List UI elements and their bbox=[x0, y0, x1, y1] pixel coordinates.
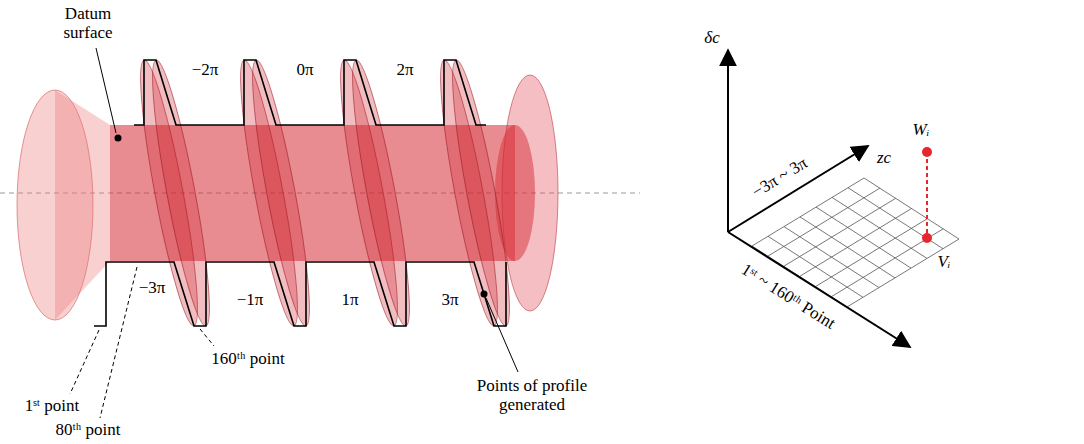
axis-label: δc bbox=[704, 29, 719, 48]
point-v bbox=[922, 233, 932, 243]
grid-line bbox=[848, 188, 943, 249]
bottom-profile bbox=[94, 262, 506, 326]
leader-line bbox=[486, 298, 518, 372]
datum-flare bbox=[55, 90, 110, 320]
point-label: 80ᵗʰ point bbox=[56, 421, 121, 440]
axis-range: −3π ~ 3π bbox=[749, 154, 811, 202]
axis-label: zc bbox=[877, 149, 891, 168]
grid-line bbox=[784, 227, 879, 288]
point-name: Vᵢ bbox=[937, 253, 950, 272]
thread-teeth bbox=[130, 58, 519, 329]
grid-line bbox=[816, 207, 911, 268]
leader-dot bbox=[115, 135, 122, 142]
leader-dot bbox=[481, 291, 488, 298]
thread-flank bbox=[342, 58, 419, 329]
note-label: Points of profile generated bbox=[457, 377, 607, 414]
leader-line bbox=[70, 330, 99, 394]
leader-line bbox=[96, 48, 116, 133]
thread-flank bbox=[442, 58, 519, 329]
point-label: 1ˢᵗ point bbox=[25, 397, 80, 416]
phase-label: 3π bbox=[441, 291, 458, 310]
grid-line bbox=[815, 219, 927, 287]
thread-flank bbox=[242, 58, 319, 329]
z-axis bbox=[728, 146, 868, 232]
grid-line bbox=[832, 197, 927, 258]
deviation-line bbox=[926, 152, 928, 238]
delta-axis bbox=[727, 50, 729, 232]
phase-label: 2π bbox=[396, 61, 413, 80]
grid-line bbox=[831, 229, 943, 297]
phase-label: 1π bbox=[341, 291, 358, 310]
grid-line bbox=[847, 239, 959, 307]
phase-label: −3π bbox=[139, 279, 166, 298]
grid-line bbox=[784, 198, 896, 266]
grid-line bbox=[864, 178, 959, 239]
leader-line bbox=[100, 267, 137, 418]
grid-line bbox=[800, 217, 895, 278]
point-label: 160ᵗʰ point bbox=[211, 350, 284, 369]
part-label: Datum surface bbox=[48, 5, 128, 42]
point-axis bbox=[728, 232, 910, 347]
point-name: Wᵢ bbox=[913, 121, 930, 140]
phase-label: 0π bbox=[296, 61, 313, 80]
phase-label: −1π bbox=[237, 291, 264, 310]
point-w bbox=[922, 147, 932, 157]
phase-label: −2π bbox=[192, 61, 219, 80]
grid-line bbox=[800, 209, 912, 277]
leader-line bbox=[200, 329, 214, 346]
top-profile bbox=[134, 60, 486, 125]
